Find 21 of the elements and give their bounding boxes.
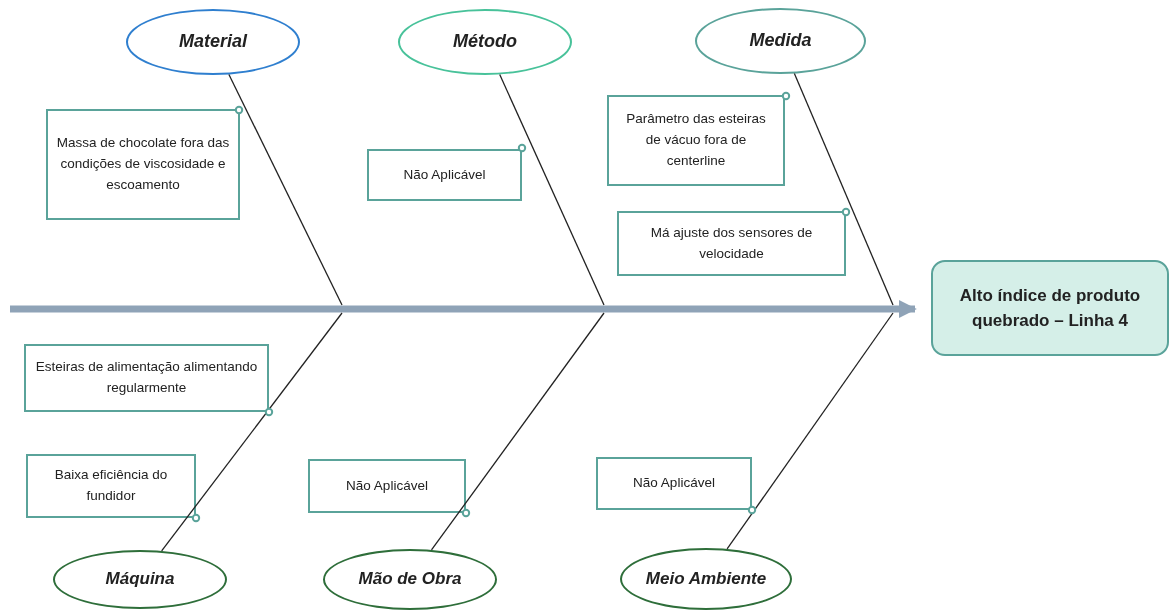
bone-line	[793, 72, 894, 306]
cause-box: Esteiras de alimentação alimentando regularmente	[24, 344, 269, 412]
cause-box: Massa de chocolate fora das condições de viscosidade e escoamento	[46, 109, 240, 220]
bone-line	[499, 73, 605, 306]
cause-box: Parâmetro das esteiras de vácuo fora de centerline	[607, 95, 785, 186]
category-ellipse: Método	[398, 9, 572, 75]
category-ellipse: Máquina	[53, 550, 227, 609]
bone-line	[228, 73, 343, 306]
cause-box: Não Aplicável	[308, 459, 466, 513]
bone-line	[430, 312, 605, 551]
bone-line	[726, 312, 894, 550]
cause-box: Baixa eficiência do fundidor	[26, 454, 196, 518]
category-ellipse: Meio Ambiente	[620, 548, 792, 610]
category-ellipse: Material	[126, 9, 300, 75]
cause-box: Má ajuste dos sensores de velocidade	[617, 211, 846, 276]
cause-box: Não Aplicável	[596, 457, 752, 510]
category-ellipse: Mão de Obra	[323, 549, 497, 610]
cause-box: Não Aplicável	[367, 149, 522, 201]
bone-line	[161, 312, 343, 552]
effect-box: Alto índice de produto quebrado – Linha 4	[931, 260, 1169, 356]
category-ellipse: Medida	[695, 8, 866, 74]
